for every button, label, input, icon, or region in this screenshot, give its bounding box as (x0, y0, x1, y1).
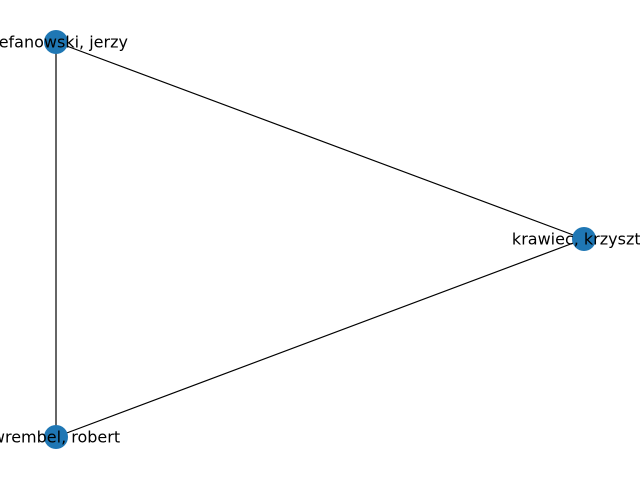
node-label-stefanowski: stefanowski, jerzy (0, 33, 128, 52)
node-layer (44, 30, 596, 449)
label-layer: stefanowski, jerzy krawiec, krzysztof wrem… (0, 33, 640, 447)
edge-krawiec-wrembel (55, 238, 585, 438)
edge-layer (55, 41, 585, 438)
node-wrembel (44, 425, 68, 449)
node-krawiec (572, 227, 596, 251)
edge-stefanowski-krawiec (55, 41, 585, 240)
node-stefanowski (44, 30, 68, 54)
node-label-krawiec: krawiec, krzysztof (512, 230, 640, 249)
node-label-wrembel: wrembel, robert (0, 428, 120, 447)
